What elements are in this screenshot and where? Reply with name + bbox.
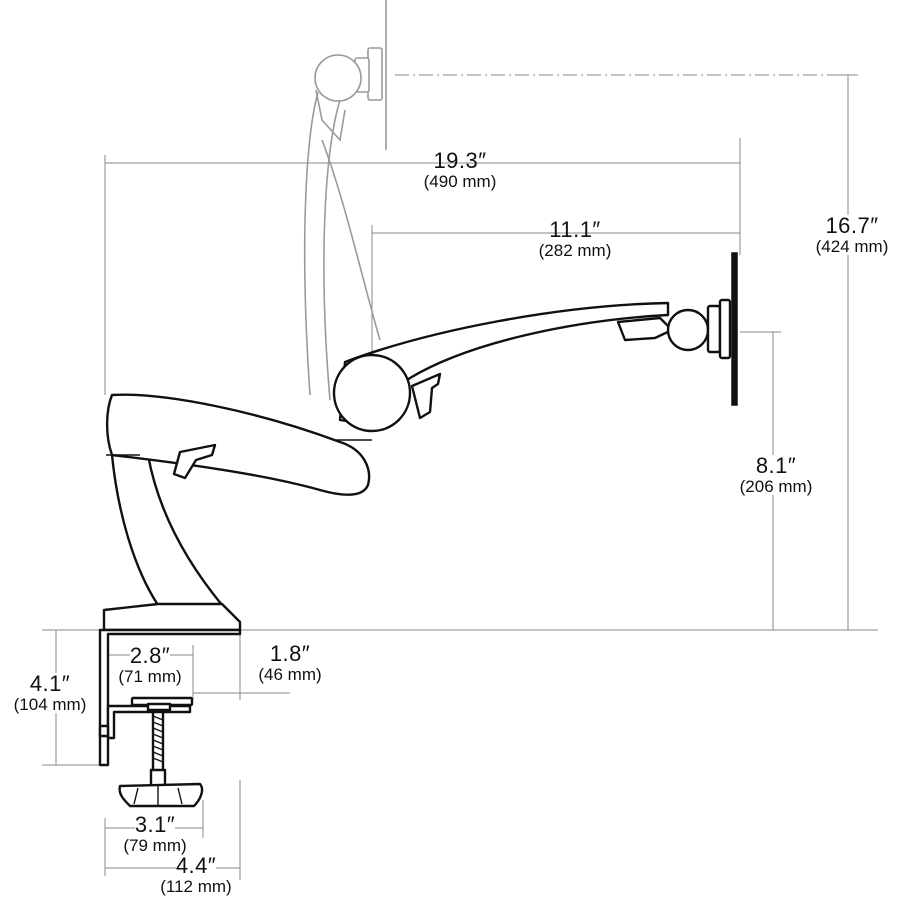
reach-arm-mm: (282 mm) [538, 241, 612, 260]
arm-base-plate [102, 602, 242, 632]
reach-total-label: 19.3″ (490 mm) [410, 148, 510, 191]
clamp-depth-mm: (71 mm) [118, 667, 182, 686]
knob-width-mm: (79 mm) [123, 836, 187, 855]
clamp-width-label: 4.4″ (112 mm) [148, 853, 244, 896]
height-total-inches: 16.7″ [825, 213, 879, 238]
raised-arm-ghost [303, 0, 387, 401]
lower-arm-cable-clip [172, 443, 217, 480]
tilt-bracket [616, 316, 674, 342]
clamp-height-inches: 4.1″ [29, 671, 71, 696]
reach-total-inches: 19.3″ [433, 148, 487, 173]
clamp-bracket [98, 628, 242, 767]
clamp-width-mm: (112 mm) [160, 877, 232, 896]
height-mount-inches: 8.1″ [755, 453, 797, 478]
clamp-knob [118, 782, 204, 808]
height-mount-mm: (206 mm) [739, 477, 813, 496]
elbow-joint [332, 353, 412, 433]
height-total-mm: (424 mm) [815, 237, 889, 256]
knob-width-label: 3.1″ (79 mm) [110, 812, 200, 855]
knob-width-inches: 3.1″ [134, 812, 176, 837]
clamp-height-mm: (104 mm) [13, 695, 87, 714]
clamp-depth-label: 2.8″ (71 mm) [105, 643, 195, 686]
tilt-ball-joint [666, 308, 710, 352]
reach-total-mm: (490 mm) [423, 172, 497, 191]
vesa-adapter [706, 304, 722, 354]
upper-arm-cable-clip [410, 372, 442, 420]
reach-arm-inches: 11.1″ [549, 217, 601, 242]
monitor-arm [102, 252, 738, 632]
clamp-offset-label: 1.8″ (46 mm) [245, 641, 335, 684]
desk-clamp [98, 628, 242, 808]
clamp-offset-mm: (46 mm) [258, 665, 322, 684]
monitor-panel [731, 252, 738, 406]
height-total-label: 16.7″ (424 mm) [804, 215, 900, 255]
clamp-height-label: 4.1″ (104 mm) [2, 673, 98, 713]
clamp-offset-inches: 1.8″ [269, 641, 311, 666]
height-mount-label: 8.1″ (206 mm) [728, 455, 824, 495]
clamp-width-inches: 4.4″ [175, 853, 217, 878]
clamp-depth-inches: 2.8″ [129, 643, 171, 668]
reach-arm-label: 11.1″ (282 mm) [525, 217, 625, 260]
arm-column [110, 453, 224, 607]
